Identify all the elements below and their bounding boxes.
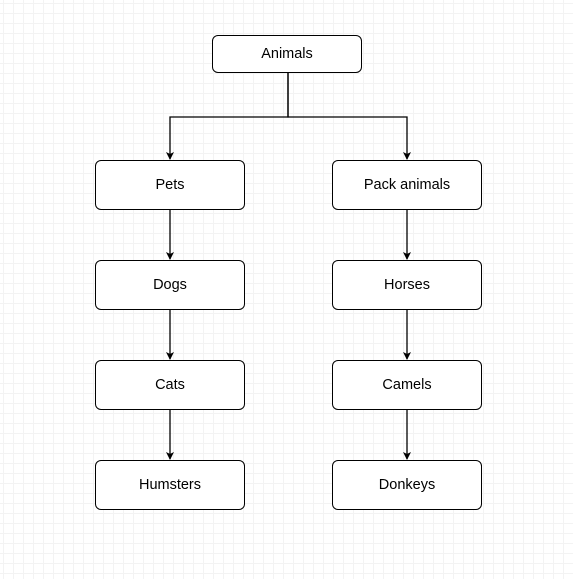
node-label: Humsters bbox=[138, 477, 202, 493]
node-donkeys[interactable]: Donkeys bbox=[332, 460, 482, 510]
node-label: Donkeys bbox=[378, 477, 436, 493]
node-animals[interactable]: Animals bbox=[212, 35, 362, 73]
node-humsters[interactable]: Humsters bbox=[95, 460, 245, 510]
node-camels[interactable]: Camels bbox=[332, 360, 482, 410]
edge-animals-to-pack-animals bbox=[287, 73, 411, 160]
node-dogs[interactable]: Dogs bbox=[95, 260, 245, 310]
node-pack-animals[interactable]: Pack animals bbox=[332, 160, 482, 210]
node-pets[interactable]: Pets bbox=[95, 160, 245, 210]
node-label: Animals bbox=[261, 46, 313, 62]
node-label: Pets bbox=[155, 177, 185, 193]
node-label: Camels bbox=[382, 377, 432, 393]
node-label: Horses bbox=[384, 277, 430, 293]
edge-animals-to-pets bbox=[166, 73, 289, 160]
node-label: Pack animals bbox=[363, 177, 451, 193]
node-horses[interactable]: Horses bbox=[332, 260, 482, 310]
node-cats[interactable]: Cats bbox=[95, 360, 245, 410]
node-label: Dogs bbox=[153, 277, 187, 293]
node-label: Cats bbox=[155, 377, 185, 393]
